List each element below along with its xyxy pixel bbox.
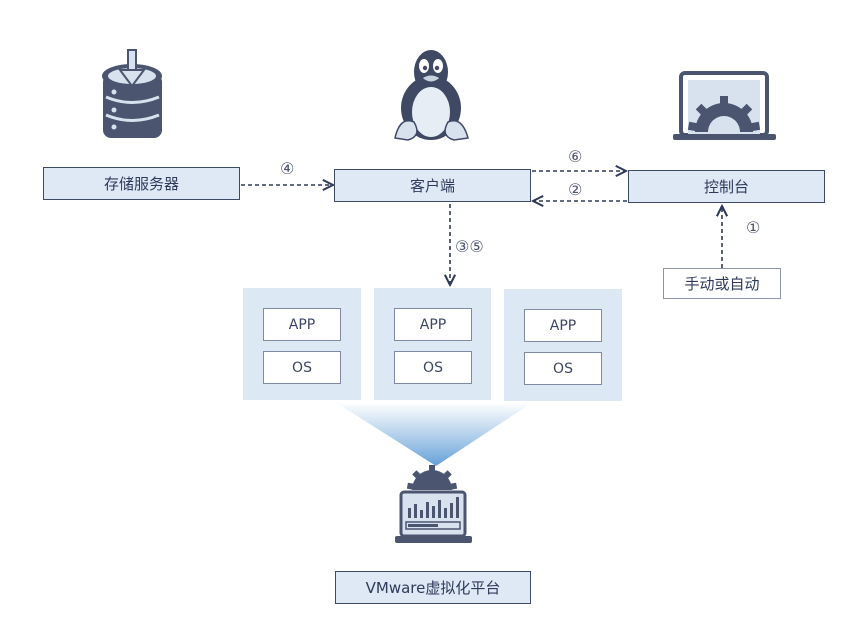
vm-3: APP OS [504, 289, 622, 401]
laptop-gear-icon [673, 71, 776, 140]
manual-or-auto-node: 手动或自动 [663, 268, 781, 299]
virtualization-funnel [335, 402, 533, 466]
vm-2: APP OS [374, 288, 491, 400]
linux-penguin-icon [394, 50, 469, 141]
vm-app: APP [263, 308, 341, 341]
vmware-platform-node: VMware虚拟化平台 [335, 571, 531, 604]
step-label-6: ⑥ [568, 147, 583, 166]
vm-app: APP [524, 309, 602, 342]
client-node: 客户端 [334, 169, 531, 202]
vm-os: OS [524, 352, 602, 385]
step-label-2: ② [568, 180, 583, 199]
console-node: 控制台 [628, 170, 825, 203]
storage-server-node: 存储服务器 [43, 167, 240, 200]
monitor-gear-icon [395, 465, 472, 543]
step-label-3-5: ③⑤ [455, 237, 484, 256]
step-label-1: ① [746, 218, 761, 237]
step-label-4: ④ [280, 159, 295, 178]
vm-os: OS [263, 351, 341, 384]
vm-1: APP OS [243, 288, 361, 400]
vm-app: APP [394, 308, 472, 341]
vm-os: OS [394, 351, 472, 384]
database-download-icon [102, 49, 162, 138]
